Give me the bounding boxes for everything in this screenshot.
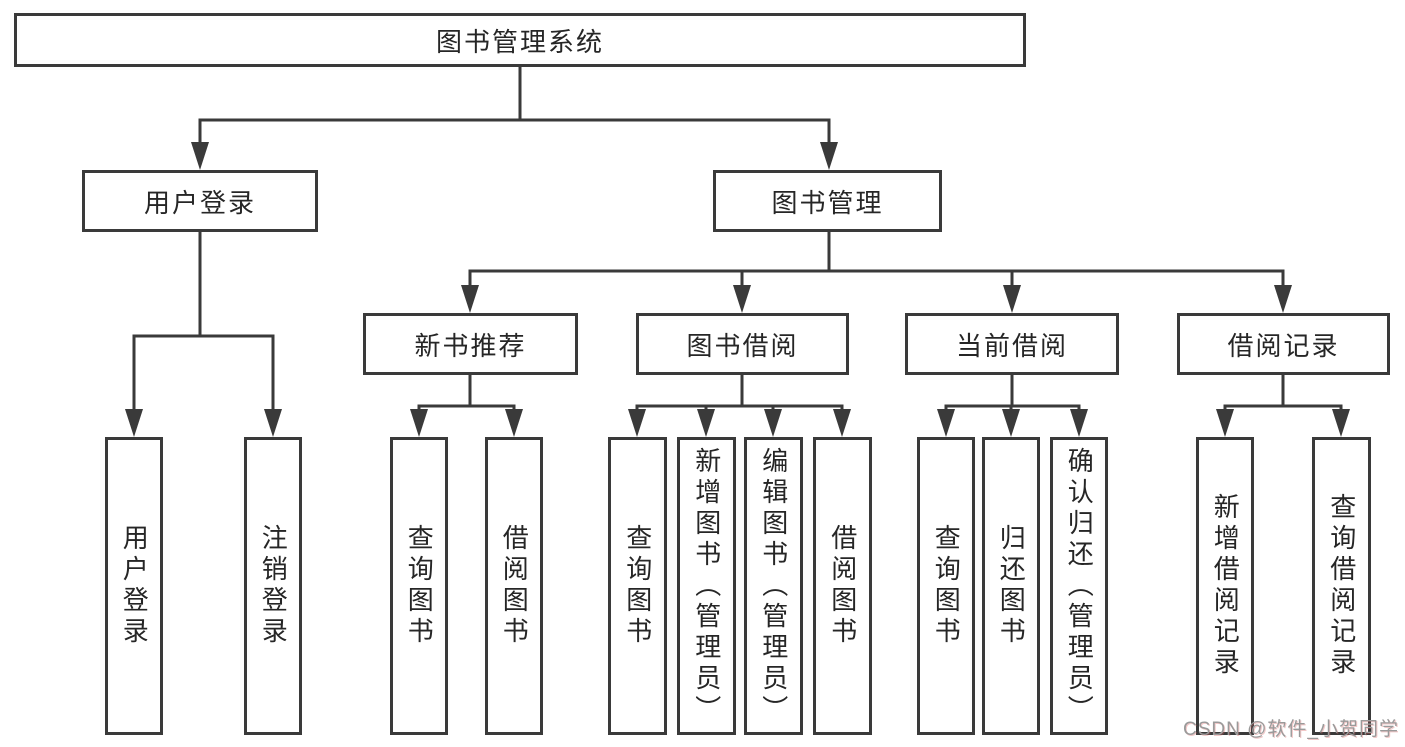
node-label: 查询图书 [931, 524, 962, 648]
node-book-borrow: 图书借阅 [636, 313, 849, 375]
node-label: 图书管理 [771, 187, 884, 218]
node-label: 查询借阅记录 [1326, 493, 1357, 679]
leaf-borrow-book: 借阅图书 [813, 437, 872, 735]
leaf-logout: 注销登录 [244, 437, 302, 735]
node-current-borrow: 当前借阅 [905, 313, 1119, 375]
node-label: 借阅图书 [499, 524, 530, 648]
node-label: 新书推荐 [414, 330, 527, 361]
node-label: 图书借阅 [686, 330, 799, 361]
node-book-management: 图书管理 [713, 170, 942, 232]
node-library-management-system: 图书管理系统 [14, 13, 1026, 67]
node-label: 用户登录 [119, 524, 150, 648]
csdn-watermark: CSDN @软件_小贺同学 [1183, 719, 1399, 740]
leaf-add-borrow-record: 新增借阅记录 [1196, 437, 1254, 735]
node-borrow-records: 借阅记录 [1177, 313, 1390, 375]
node-new-book-recommend: 新书推荐 [363, 313, 578, 375]
node-label: 借阅记录 [1227, 330, 1340, 361]
node-label: 编辑图书（管理员） [758, 446, 789, 726]
leaf-confirm-return-admin: 确认归还（管理员） [1050, 437, 1108, 735]
arrowhead-icons [125, 142, 1350, 437]
node-label: 归还图书 [996, 524, 1027, 648]
leaf-user-login: 用户登录 [105, 437, 163, 735]
leaf-query-borrow-record: 查询借阅记录 [1312, 437, 1371, 735]
leaf-borrow-query-book: 查询图书 [608, 437, 667, 735]
node-label: 注销登录 [258, 524, 289, 648]
leaf-edit-book-admin: 编辑图书（管理员） [744, 437, 803, 735]
node-label: 当前借阅 [955, 330, 1068, 361]
node-label: 确认归还（管理员） [1064, 446, 1095, 726]
leaf-recommend-borrow-book: 借阅图书 [485, 437, 543, 735]
leaf-recommend-query-book: 查询图书 [390, 437, 448, 735]
node-label: 借阅图书 [827, 524, 858, 648]
node-label: 图书管理系统 [435, 26, 604, 57]
node-label: 查询图书 [622, 524, 653, 648]
leaf-add-book-admin: 新增图书（管理员） [677, 437, 736, 735]
node-label: 新增借阅记录 [1210, 493, 1241, 679]
leaf-current-query-book: 查询图书 [917, 437, 975, 735]
node-label: 用户登录 [143, 187, 256, 218]
leaf-return-book: 归还图书 [982, 437, 1040, 735]
node-user-login: 用户登录 [82, 170, 318, 232]
node-label: 查询图书 [404, 524, 435, 648]
node-label: 新增图书（管理员） [691, 446, 722, 726]
